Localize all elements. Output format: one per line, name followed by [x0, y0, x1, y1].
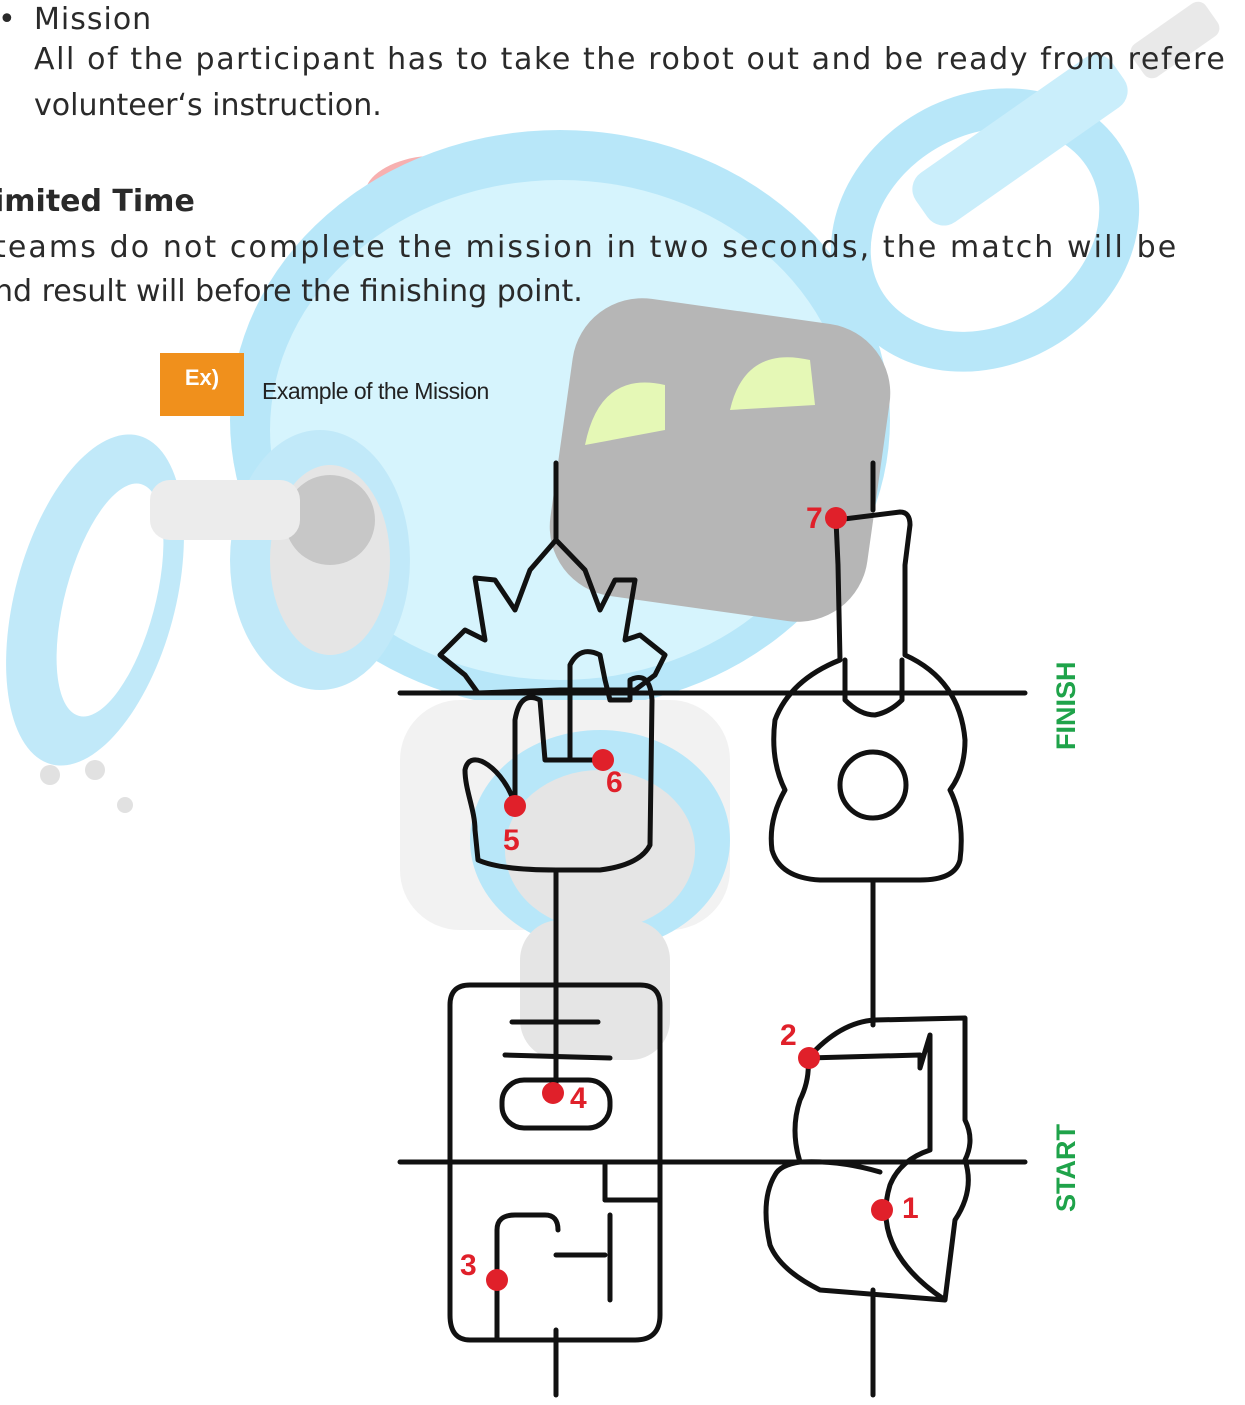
point-1-label: 1	[902, 1192, 919, 1225]
start-label: START	[1051, 1124, 1081, 1212]
guitar-soundhole	[840, 752, 906, 818]
hand-shape	[465, 652, 652, 870]
point-1-marker	[871, 1199, 893, 1221]
leaf-shape	[440, 540, 665, 693]
point-3-marker	[486, 1269, 508, 1291]
point-3-label: 3	[460, 1249, 477, 1282]
point-4-label: 4	[570, 1082, 587, 1115]
point-5-label: 5	[503, 824, 520, 857]
point-2-marker	[798, 1047, 820, 1069]
point-4-marker	[542, 1082, 564, 1104]
point-7-marker	[825, 507, 847, 529]
guitar-shape	[771, 512, 965, 880]
point-2-label: 2	[780, 1019, 797, 1052]
point-5-marker	[504, 795, 526, 817]
book-shape	[766, 1018, 970, 1300]
point-6-label: 6	[606, 766, 623, 799]
finish-label: FINISH	[1051, 661, 1081, 750]
point-7-label: 7	[806, 502, 823, 535]
